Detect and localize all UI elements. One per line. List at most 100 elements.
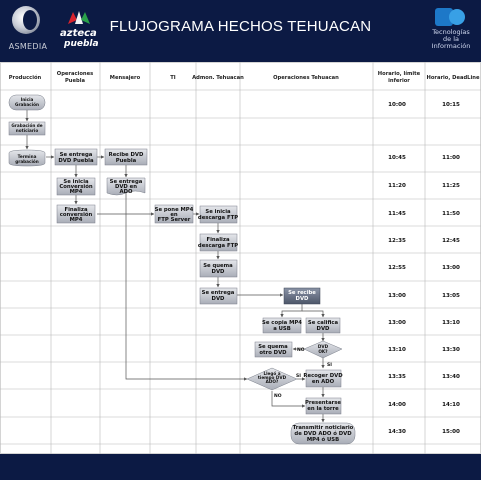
- svg-text:en la torre: en la torre: [307, 406, 339, 412]
- time-lower-0: 10:00: [388, 102, 406, 108]
- col-header-ti: TI: [170, 75, 176, 81]
- azteca-puebla-logo: azteca puebla: [60, 10, 100, 54]
- ti-logo-mark-icon: [435, 8, 465, 26]
- svg-text:Se entrega: Se entrega: [60, 152, 93, 158]
- svg-text:Finaliza: Finaliza: [64, 207, 87, 213]
- ti-logo: Tecnologías de la Información: [425, 8, 477, 58]
- node-finaliza-descarga-ftp: Finaliza descarga FTP: [198, 233, 238, 252]
- puebla-text: puebla: [64, 39, 99, 49]
- svg-text:de DVD ADO ó DVD: de DVD ADO ó DVD: [294, 430, 352, 437]
- asmedia-mark-icon: [12, 6, 40, 34]
- svg-text:Transmitir noticiario: Transmitir noticiario: [293, 425, 354, 431]
- footer-bar: [0, 454, 481, 480]
- time-deadline-4: 11:50: [442, 211, 460, 217]
- node-inicia-descarga-ftp: Se inicia descarga FTP: [198, 205, 238, 224]
- edge-llego-no: [271, 391, 306, 408]
- time-lower-7: 13:00: [388, 293, 406, 299]
- ti-logo-line1: Tecnologías: [432, 28, 470, 36]
- svg-text:Se quema: Se quema: [203, 263, 233, 269]
- time-deadline-8: 13:10: [442, 320, 460, 326]
- col-header-operaciones-puebla-1: Operaciones: [57, 71, 93, 77]
- node-finaliza-conversion: Finaliza conversión MP4: [56, 204, 96, 224]
- asmedia-logo: ASMEDIA: [6, 6, 47, 54]
- azteca-glyph-icon: [68, 11, 90, 24]
- edge-label-si-2: SI: [296, 373, 301, 379]
- node-llego-dvd-ado-decision: Llegó a tiempo DVD ADO?: [246, 367, 298, 391]
- node-inicia-conversion: Se inicia Conversión MP4: [56, 177, 96, 196]
- time-lower-8: 13:00: [388, 320, 406, 326]
- svg-text:descarga FTP: descarga FTP: [198, 215, 238, 221]
- svg-text:Termina: Termina: [18, 154, 37, 159]
- col-header-operaciones-puebla-2: Puebla: [65, 78, 86, 84]
- svg-text:DVD: DVD: [296, 296, 309, 302]
- time-lower-9: 13:10: [388, 347, 406, 353]
- svg-text:ADO: ADO: [120, 189, 133, 195]
- svg-text:en: en: [170, 212, 178, 218]
- node-quema-otro-dvd: Se quema otro DVD: [254, 341, 293, 358]
- svg-text:otro DVD: otro DVD: [259, 350, 287, 356]
- time-lower-6: 12:55: [388, 265, 406, 271]
- svg-text:Puebla: Puebla: [116, 158, 137, 164]
- node-recibe-dvd: Se recibe DVD: [283, 287, 321, 305]
- col-header-admon-tehuacan: Admon. Tehuacan: [192, 75, 244, 81]
- time-deadline-10: 13:40: [442, 374, 460, 380]
- svg-text:Conversión: Conversión: [59, 183, 93, 190]
- svg-text:Llegó a: Llegó a: [263, 371, 280, 376]
- edge-label-no-1: NO: [297, 347, 305, 353]
- edge-label-si-1: SI: [327, 362, 332, 368]
- svg-text:en ADO: en ADO: [312, 379, 335, 385]
- node-copia-mp4-usb: Se copia MP4 a USB: [262, 317, 302, 334]
- svg-text:tiempo DVD: tiempo DVD: [258, 375, 287, 380]
- svg-text:DVD: DVD: [317, 326, 330, 332]
- node-dvd-ok-decision: DVD OK?: [303, 340, 343, 359]
- col-header-operaciones-tehuacan: Operaciones Tehuacan: [273, 75, 339, 81]
- azteca-text: azteca: [60, 28, 97, 39]
- connectors: [25, 110, 325, 423]
- node-inicio-grabacion: Inicia Grabación: [8, 94, 46, 111]
- svg-text:DVD en: DVD en: [115, 184, 137, 190]
- col-header-deadline: Horario, DeadLine: [427, 75, 480, 81]
- time-column-lower: 10:00 10:45 11:20 11:45 12:35 12:55 13:0…: [388, 102, 406, 435]
- node-presentarse-torre: Presentarse en la torre: [305, 397, 341, 415]
- svg-text:Recibe DVD: Recibe DVD: [109, 152, 144, 158]
- node-grabacion-noticiario: Grabación de noticiario: [8, 121, 46, 136]
- svg-text:Recoger DVD: Recoger DVD: [303, 373, 343, 379]
- time-lower-12: 14:30: [388, 429, 406, 435]
- svg-text:Inicia: Inicia: [21, 97, 34, 102]
- col-header-horario-limite-1: Horario, límite: [378, 70, 421, 77]
- svg-text:FTP Server: FTP Server: [158, 217, 191, 223]
- node-califica-dvd: Se califica DVD: [305, 317, 341, 334]
- asmedia-logo-text: ASMEDIA: [8, 42, 48, 51]
- flowchart-canvas: Producción Operaciones Puebla Mensajero …: [0, 62, 481, 454]
- time-deadline-6: 13:00: [442, 265, 460, 271]
- time-lower-10: 13:35: [388, 374, 406, 380]
- time-deadline-9: 13:30: [442, 347, 460, 353]
- node-recoger-dvd-ado: Recoger DVD en ADO: [303, 369, 343, 388]
- node-quema-dvd: Se quema DVD: [199, 259, 238, 278]
- time-lower-2: 10:45: [388, 155, 406, 161]
- svg-text:MP4: MP4: [70, 217, 83, 223]
- svg-text:Se inicia: Se inicia: [205, 209, 231, 215]
- ti-logo-text: Tecnologías de la Información: [425, 29, 477, 50]
- node-entrega-dvd-puebla: Se entrega DVD Puebla: [54, 148, 98, 166]
- time-lower-11: 14:00: [388, 402, 406, 408]
- svg-text:DVD Puebla: DVD Puebla: [58, 158, 94, 164]
- node-recibe-dvd-puebla: Recibe DVD Puebla: [104, 148, 148, 166]
- edge-recibe-califica: [302, 310, 325, 318]
- node-pone-mp4-ftp: Se pone MP4 en FTP Server: [155, 204, 194, 224]
- time-deadline-7: 13:05: [442, 293, 460, 299]
- time-column-deadline: 10:15 11:00 11:25 11:50 12:45 13:00 13:0…: [442, 102, 460, 435]
- col-header-mensajero: Mensajero: [110, 75, 141, 81]
- svg-text:descarga FTP: descarga FTP: [198, 243, 238, 249]
- node-transmitir-noticiario: Transmitir noticiario de DVD ADO ó DVD M…: [290, 422, 356, 445]
- time-deadline-3: 11:25: [442, 183, 460, 189]
- svg-text:Se copia MP4: Se copia MP4: [262, 320, 302, 326]
- svg-text:Se recibe: Se recibe: [288, 290, 316, 296]
- header-bar: ASMEDIA azteca puebla FLUJOGRAMA HECHOS …: [0, 0, 481, 62]
- svg-text:Se entrega: Se entrega: [110, 179, 143, 185]
- edge-recibe-copia: [280, 304, 303, 318]
- col-header-horario-limite-2: inferior: [388, 78, 410, 84]
- ti-logo-line2: de la: [443, 35, 459, 43]
- svg-text:Grabación de: Grabación de: [11, 123, 42, 128]
- svg-text:DVD: DVD: [212, 296, 225, 302]
